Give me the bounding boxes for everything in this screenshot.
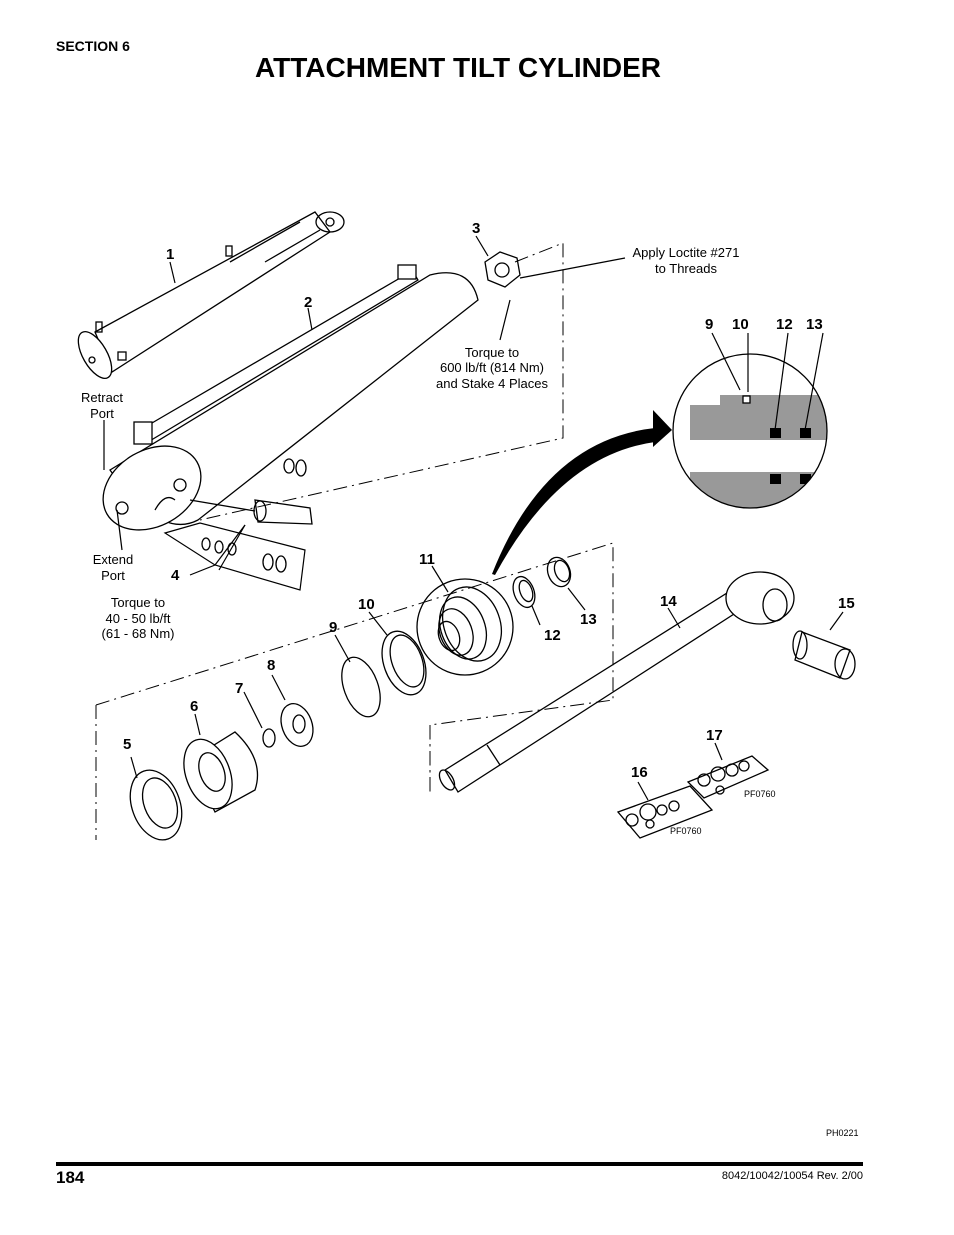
figure-code: PH0221 [826, 1128, 859, 1138]
piston [183, 731, 259, 813]
detail-callout-9: 9 [705, 316, 713, 333]
seal-ring-12 [512, 575, 536, 609]
wiper-gland [129, 769, 183, 841]
callout-9: 9 [329, 619, 337, 636]
callout-8: 8 [267, 657, 275, 674]
callout-4: 4 [171, 567, 180, 584]
kit-code-17: PF0760 [744, 789, 776, 799]
assembled-cylinder-small [77, 211, 345, 379]
bushing-15 [792, 630, 856, 680]
callout-17: 17 [706, 727, 723, 744]
gland-nut [484, 251, 521, 288]
callout-10: 10 [358, 596, 375, 613]
torque-40-line3: (61 - 68 Nm) [102, 626, 175, 641]
o-ring-7 [262, 728, 276, 748]
seal-kit-17 [686, 755, 770, 799]
extend-port-line1: Extend [93, 552, 133, 567]
detail-pointer-arrow [492, 428, 655, 575]
detail-callout-10: 10 [732, 316, 749, 333]
retract-port-line1: Retract [81, 390, 123, 405]
section-label: SECTION 6 [56, 38, 130, 54]
gland-head-11 [416, 578, 514, 676]
callout-14: 14 [660, 593, 677, 610]
torque-40-line2: 40 - 50 lb/ft [105, 611, 170, 626]
callout-1: 1 [166, 246, 174, 263]
seal-kit-16 [616, 785, 714, 839]
loctite-note-line1: Apply Loctite #271 [633, 245, 740, 260]
o-ring-9 [341, 656, 381, 718]
callout-7: 7 [235, 680, 243, 697]
washer-8 [280, 703, 314, 747]
callout-5: 5 [123, 736, 131, 753]
callout-12: 12 [544, 627, 561, 644]
detail-callout-12: 12 [776, 316, 793, 333]
cylinder-barrel [102, 264, 479, 531]
loctite-note-line2: to Threads [655, 261, 717, 276]
page-number: 184 [56, 1168, 85, 1187]
retract-port-line2: Port [90, 406, 114, 421]
detail-callout-13: 13 [806, 316, 823, 333]
callout-3: 3 [472, 220, 480, 237]
backup-ring-10 [381, 630, 427, 696]
torque-600-line1: Torque to [465, 345, 519, 360]
callout-15: 15 [838, 595, 855, 612]
hydraulic-fitting [189, 499, 313, 525]
extend-port-line2: Port [101, 568, 125, 583]
torque-600-line3: and Stake 4 Places [436, 376, 549, 391]
callout-13: 13 [580, 611, 597, 628]
torque-40-line1: Torque to [111, 595, 165, 610]
torque-600-line2: 600 lb/ft (814 Nm) [440, 360, 544, 375]
seal-detail-view [672, 353, 828, 509]
piston-rod [438, 571, 795, 793]
kit-code-16: PF0760 [670, 826, 702, 836]
callout-2: 2 [304, 294, 312, 311]
page-title: ATTACHMENT TILT CYLINDER [0, 52, 954, 84]
callout-11: 11 [419, 551, 435, 568]
page-title-text: ATTACHMENT TILT CYLINDER [255, 52, 661, 83]
footer-rule [56, 1162, 863, 1166]
callout-16: 16 [631, 764, 648, 781]
document-reference: 8042/10042/10054 Rev. 2/00 [721, 1170, 863, 1182]
callout-6: 6 [190, 698, 198, 715]
seal-ring-13 [546, 556, 572, 588]
